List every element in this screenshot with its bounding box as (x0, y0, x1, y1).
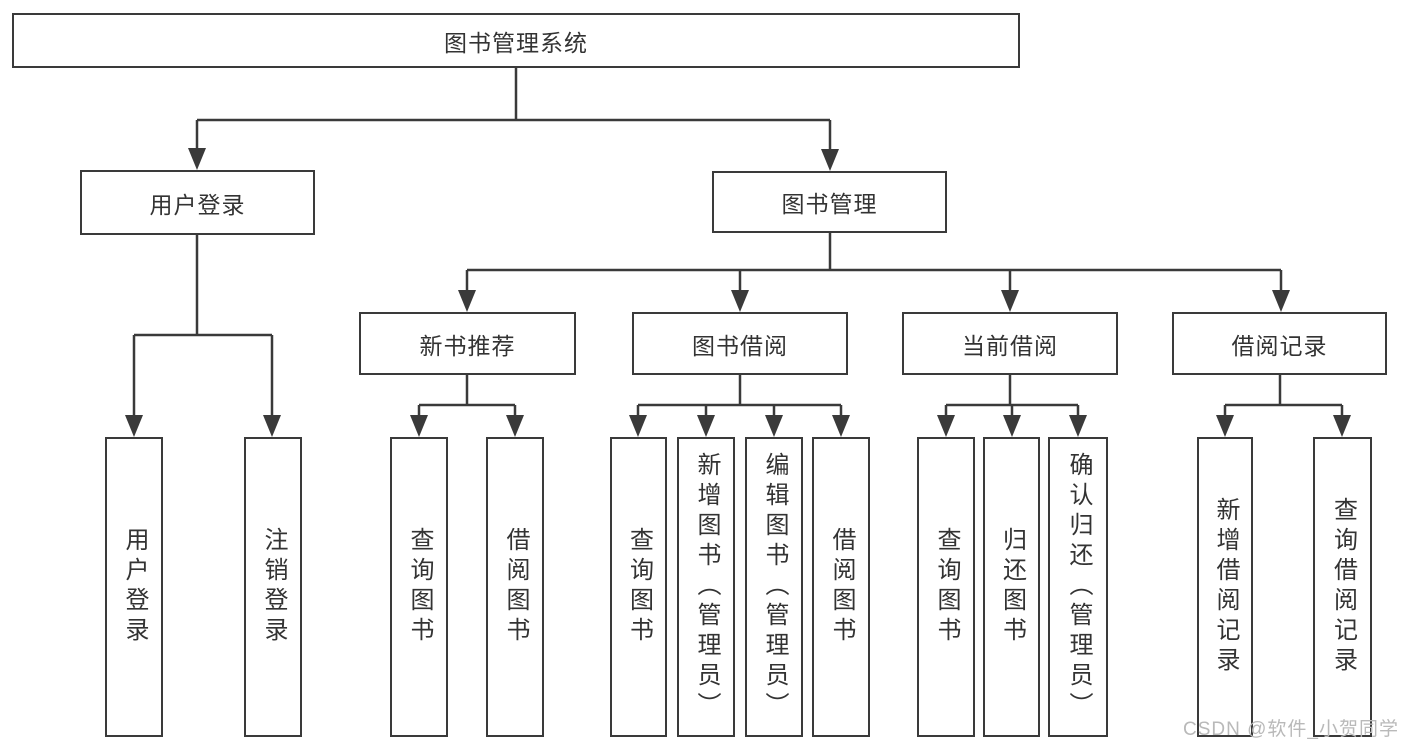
node-book-borrow: 图书借阅 (632, 312, 848, 375)
leaf-query-borrow-record: 查询借阅记录 (1313, 437, 1372, 737)
leaf-query-book-borrow-label: 查询图书 (625, 527, 653, 647)
node-new-book-recommend: 新书推荐 (359, 312, 576, 375)
node-borrow-record-label: 借阅记录 (1231, 332, 1328, 359)
leaf-add-book-admin-label: 新增图书（管理员） (693, 452, 720, 722)
node-current-borrow-label: 当前借阅 (962, 332, 1058, 359)
leaf-return-book: 归还图书 (983, 437, 1040, 737)
leaf-logout: 注销登录 (244, 437, 302, 737)
node-book-management-label: 图书管理 (781, 191, 878, 217)
leaf-user-login: 用户登录 (105, 437, 163, 737)
leaf-logout-label: 注销登录 (260, 527, 287, 647)
node-new-book-recommend-label: 新书推荐 (419, 332, 516, 359)
leaf-edit-book-admin: 编辑图书（管理员） (745, 437, 803, 737)
leaf-add-borrow-record: 新增借阅记录 (1197, 437, 1253, 737)
leaf-add-book-admin: 新增图书（管理员） (677, 437, 735, 737)
leaf-edit-book-admin-label: 编辑图书（管理员） (761, 452, 788, 722)
leaf-borrow-book-label: 借阅图书 (828, 527, 855, 647)
leaf-query-book-recommend: 查询图书 (390, 437, 448, 737)
leaf-borrow-book-recommend: 借阅图书 (486, 437, 544, 737)
leaf-return-book-label: 归还图书 (998, 527, 1026, 647)
node-root-label: 图书管理系统 (444, 29, 588, 56)
leaf-query-borrow-record-label: 查询借阅记录 (1329, 497, 1357, 677)
node-root: 图书管理系统 (12, 13, 1020, 68)
leaf-query-book-borrow: 查询图书 (610, 437, 667, 737)
node-current-borrow: 当前借阅 (902, 312, 1118, 375)
leaf-query-book-recommend-label: 查询图书 (406, 527, 433, 647)
leaf-query-book-current-label: 查询图书 (933, 527, 960, 647)
leaf-add-borrow-record-label: 新增借阅记录 (1212, 497, 1239, 677)
arrowhead-icons (125, 148, 1351, 437)
node-user-login-label: 用户登录 (149, 191, 246, 218)
leaf-borrow-book: 借阅图书 (812, 437, 870, 737)
node-book-management: 图书管理 (712, 171, 947, 233)
leaf-user-login-label: 用户登录 (121, 527, 148, 647)
leaf-confirm-return-admin-label: 确认归还（管理员） (1065, 452, 1092, 722)
node-book-borrow-label: 图书借阅 (692, 332, 788, 359)
node-borrow-record: 借阅记录 (1172, 312, 1387, 375)
watermark: CSDN @软件_小贺同学 (1183, 719, 1399, 740)
tree-edges (132, 68, 1344, 433)
leaf-borrow-book-recommend-label: 借阅图书 (502, 527, 529, 647)
node-user-login: 用户登录 (80, 170, 315, 235)
leaf-confirm-return-admin: 确认归还（管理员） (1048, 437, 1108, 737)
leaf-query-book-current: 查询图书 (917, 437, 975, 737)
